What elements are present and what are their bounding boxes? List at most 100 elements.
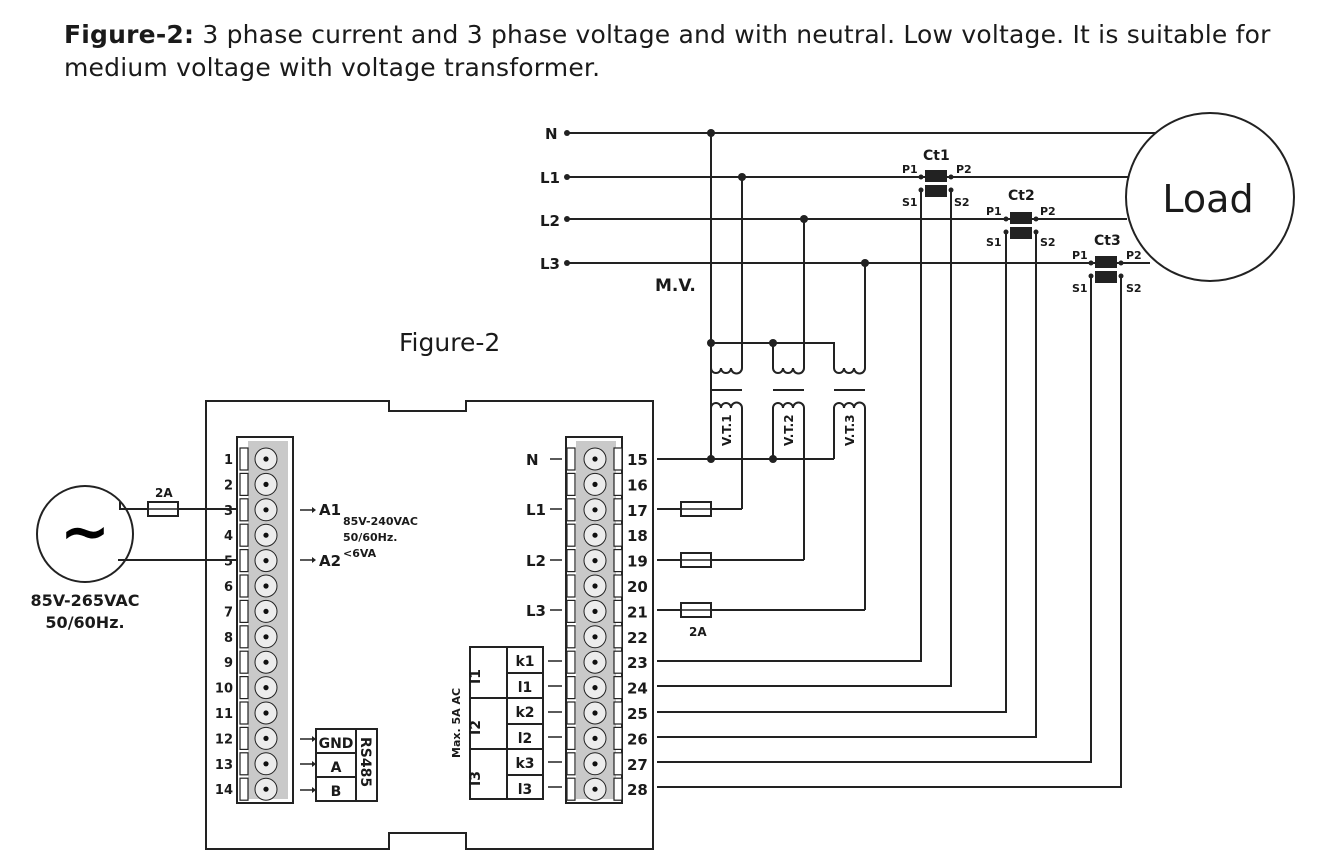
caption-text: 3 phase current and 3 phase voltage and … — [64, 20, 1271, 82]
ct3-p2: P2 — [1126, 249, 1142, 262]
vt-taps — [707, 129, 869, 459]
supply: ~ 85V-265VAC 50/60Hz. 2A — [31, 485, 237, 632]
line-label-l1: L1 — [540, 169, 560, 187]
left-terminal-number: 11 — [215, 707, 233, 722]
left-terminal: 13 — [215, 752, 278, 776]
aux-spec-frequency: 50/60Hz. — [343, 531, 397, 544]
ct2-p1: P1 — [986, 205, 1002, 218]
ct3-label: Ct3 — [1094, 233, 1121, 249]
rs485-block: GND A B RS485 — [300, 728, 378, 802]
vt3-label: V.T.3 — [843, 414, 857, 446]
ac-source-icon — [36, 485, 134, 583]
left-terminal-number: 1 — [224, 453, 233, 468]
figure-caption: Figure-2: 3 phase current and 3 phase vo… — [64, 18, 1326, 84]
device-housing — [205, 400, 654, 850]
line-label-n: N — [545, 125, 558, 143]
voltage-fuse-label: 2A — [689, 625, 707, 639]
right-terminal-number: 15 — [627, 451, 648, 469]
ct1-s2: S2 — [954, 196, 970, 209]
left-terminal: 7 — [224, 599, 278, 624]
left-terminal: 11 — [215, 701, 278, 725]
rs485-gnd: GND — [319, 736, 354, 752]
figure-label: Figure-2 — [399, 328, 500, 357]
ci-group-2: I2 — [468, 720, 484, 735]
ci-k3: k3 — [515, 756, 534, 772]
vin-n: N — [526, 451, 539, 469]
ci-k2: k2 — [515, 705, 534, 721]
ct3-s1: S1 — [1072, 282, 1088, 295]
right-terminal: 26 — [566, 726, 648, 751]
left-terminal: 14 — [215, 777, 278, 801]
ct-secondary-wires — [657, 190, 1122, 788]
right-terminal: 23 — [566, 650, 648, 674]
load: Load — [1125, 112, 1295, 282]
vt-secondary-wires: 2A — [657, 455, 865, 639]
right-terminal-number: 23 — [627, 654, 648, 672]
left-terminal: 6 — [224, 574, 278, 598]
left-terminal: 5 — [224, 548, 278, 573]
ct2-p2: P2 — [1040, 205, 1056, 218]
aux-a1: A1 — [319, 501, 341, 519]
right-terminal-number: 17 — [627, 502, 648, 520]
left-terminal-number: 13 — [215, 758, 233, 773]
ct2-s2: S2 — [1040, 236, 1056, 249]
current-inputs: k1 l1 k2 l2 k3 l3 I1 I2 I3 Max. 5A AC — [450, 646, 562, 800]
left-terminal: 8 — [224, 625, 278, 649]
right-terminal: 25 — [566, 701, 648, 725]
right-terminal: 28 — [566, 777, 648, 801]
voltage-inputs: N L1 L2 L3 — [526, 451, 562, 620]
caption-figure-number: Figure-2: — [64, 20, 195, 49]
right-terminal: 27 — [566, 752, 648, 776]
left-terminal-number: 2 — [224, 478, 233, 493]
left-terminal-number: 8 — [224, 631, 233, 646]
left-terminal: 12 — [215, 726, 278, 751]
ci-k1: k1 — [515, 654, 534, 670]
right-terminal: 18 — [566, 523, 648, 547]
ct2: Ct2 P1 P2 S1 S2 — [986, 188, 1056, 249]
right-terminal-number: 28 — [627, 781, 648, 799]
left-terminal: 9 — [224, 650, 278, 674]
ci-group-3: I3 — [468, 771, 484, 786]
right-terminal: 21 — [566, 599, 648, 624]
right-terminal-number: 18 — [627, 527, 648, 545]
left-terminal-number: 10 — [215, 682, 233, 697]
ct1-p1: P1 — [902, 163, 918, 176]
vt1-label: V.T.1 — [720, 414, 734, 446]
left-terminal-number: 14 — [215, 783, 233, 798]
left-terminal: 10 — [215, 675, 278, 700]
right-terminal-number: 16 — [627, 476, 648, 494]
ci-l1: l1 — [518, 680, 533, 696]
right-terminal: 20 — [566, 574, 648, 598]
ct3-s2: S2 — [1126, 282, 1142, 295]
aux-spec-voltage: 85V-240VAC — [343, 515, 418, 528]
ct1-p2: P2 — [956, 163, 972, 176]
ct2-label: Ct2 — [1008, 188, 1035, 204]
ci-group-1: I1 — [468, 669, 484, 684]
right-terminal: 17 — [566, 498, 648, 522]
left-terminal-number: 6 — [224, 580, 233, 595]
left-terminal-number: 5 — [224, 555, 233, 570]
aux-spec-power: <6VA — [343, 547, 377, 560]
load-label: Load — [1162, 177, 1253, 221]
right-terminal-number: 24 — [627, 680, 648, 698]
supply-voltage: 85V-265VAC — [31, 591, 140, 610]
ci-l3: l3 — [518, 782, 533, 798]
left-terminal-number: 9 — [224, 656, 233, 671]
left-terminal-number: 4 — [224, 529, 233, 544]
left-terminal-number: 12 — [215, 732, 233, 747]
ct3: Ct3 P1 P2 S1 S2 — [1072, 233, 1142, 295]
right-terminal: 22 — [566, 625, 648, 649]
rs485-b: B — [331, 784, 342, 800]
ct1-s1: S1 — [902, 196, 918, 209]
vin-l3: L3 — [526, 602, 546, 620]
right-terminal: 16 — [566, 472, 648, 496]
ci-l2: l2 — [518, 731, 533, 747]
vin-l2: L2 — [526, 552, 546, 570]
right-terminal: 19 — [566, 548, 648, 573]
ct1: Ct1 P1 P2 S1 S2 — [902, 148, 972, 209]
rs485-a: A — [331, 760, 342, 776]
load-circle — [1125, 112, 1295, 282]
